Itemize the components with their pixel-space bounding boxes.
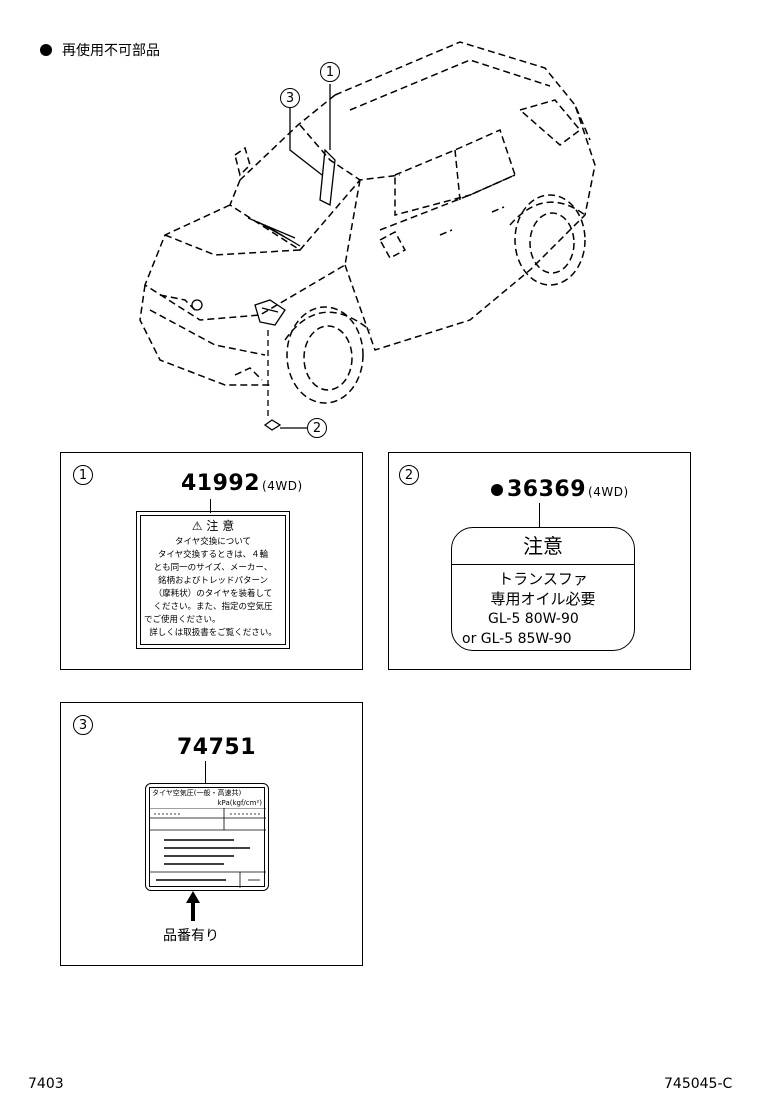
label-line: or GL-5 85W-90 <box>462 631 572 647</box>
label-location-icon <box>319 148 336 206</box>
warning-triangle-icon: ⚠ <box>191 519 203 533</box>
panel-2-part-number[interactable]: 36369(4WD) <box>491 477 629 502</box>
label-74751: タイヤ空気圧(一般・高速共) kPa(kgf/cm²) <box>145 783 269 891</box>
leader-lines <box>267 84 331 429</box>
callout-3[interactable]: 3 <box>280 88 300 108</box>
part-number-text: 41992 <box>181 471 261 496</box>
label-line: タイヤ交換するときは、４輪 <box>157 550 269 560</box>
label-line: 銘柄およびトレッドパターン <box>157 576 269 586</box>
part-qualifier: (4WD) <box>588 485 629 499</box>
panel-3-part-number[interactable]: 74751 <box>177 735 256 760</box>
label-36369: 注意 トランスファ 専用オイル必要 GL-5 80W-90 or GL-5 85… <box>451 527 635 651</box>
panel-3-ref: 3 <box>73 715 93 735</box>
panel-2: 2 36369(4WD) 注意 トランスファ 専用オイル必要 GL-5 80W-… <box>388 452 691 670</box>
footer-left: 7403 <box>28 1076 64 1092</box>
label-title: 注 意 <box>206 519 235 533</box>
leader-line <box>210 499 211 513</box>
label-line: でご使用ください。 <box>144 615 221 625</box>
label-header: タイヤ空気圧(一般・高速共) <box>152 789 242 797</box>
leader-line <box>205 761 206 783</box>
label-unit: kPa(kgf/cm²) <box>217 799 262 807</box>
label-table <box>150 808 266 888</box>
label-line: 詳しくは取扱書をご覧ください。 <box>149 628 277 638</box>
label-title: 注意 <box>452 528 634 565</box>
label-line: 専用オイル必要 <box>490 590 596 608</box>
callout-2[interactable]: 2 <box>307 418 327 438</box>
label-line: GL-5 80W-90 <box>488 611 579 627</box>
vehicle-detail <box>191 148 336 431</box>
label-line: ください。また、指定の空気圧 <box>153 602 273 612</box>
engine-part-icon <box>254 299 286 326</box>
callout-1[interactable]: 1 <box>320 62 340 82</box>
panel-1-part-number[interactable]: 41992(4WD) <box>181 471 303 496</box>
emblem-icon <box>191 299 203 311</box>
panel-3: 3 74751 タイヤ空気圧(一般・高速共) kPa(kgf/cm²) <box>60 702 363 966</box>
label-line: とも同一のサイズ、メーカー、 <box>153 563 273 573</box>
label-41992: ⚠ 注 意 タイヤ交換について タイヤ交換するときは、４輪 とも同一のサイズ、メ… <box>136 511 290 649</box>
panel-1: 1 41992(4WD) ⚠ 注 意 タイヤ交換について タイヤ交換するときは、… <box>60 452 363 670</box>
label-line: トランスファ <box>498 570 588 588</box>
panel-1-ref: 1 <box>73 465 93 485</box>
part-qualifier: (4WD) <box>262 479 303 493</box>
vehicle-outline <box>139 41 596 404</box>
legend-text: 再使用不可部品 <box>62 43 160 59</box>
part-number-note: 品番有り <box>163 928 219 944</box>
wiper-icon <box>247 217 301 247</box>
part-number-text: 74751 <box>177 735 257 760</box>
non-reusable-marker-icon <box>491 484 503 496</box>
label-line: タイヤ交換について <box>175 537 251 547</box>
leader-line <box>539 503 540 527</box>
arrow-up-icon <box>186 891 200 921</box>
label-line: （摩耗状）のタイヤを装着して <box>153 589 273 599</box>
transfer-label-location-icon <box>263 419 282 431</box>
part-number-text: 36369 <box>507 477 587 502</box>
footer-right: 745045-C <box>664 1076 733 1092</box>
panel-2-ref: 2 <box>399 465 419 485</box>
non-reusable-marker-icon <box>40 44 52 56</box>
legend: 再使用不可部品 <box>40 40 160 60</box>
vehicle-illustration <box>139 41 596 431</box>
